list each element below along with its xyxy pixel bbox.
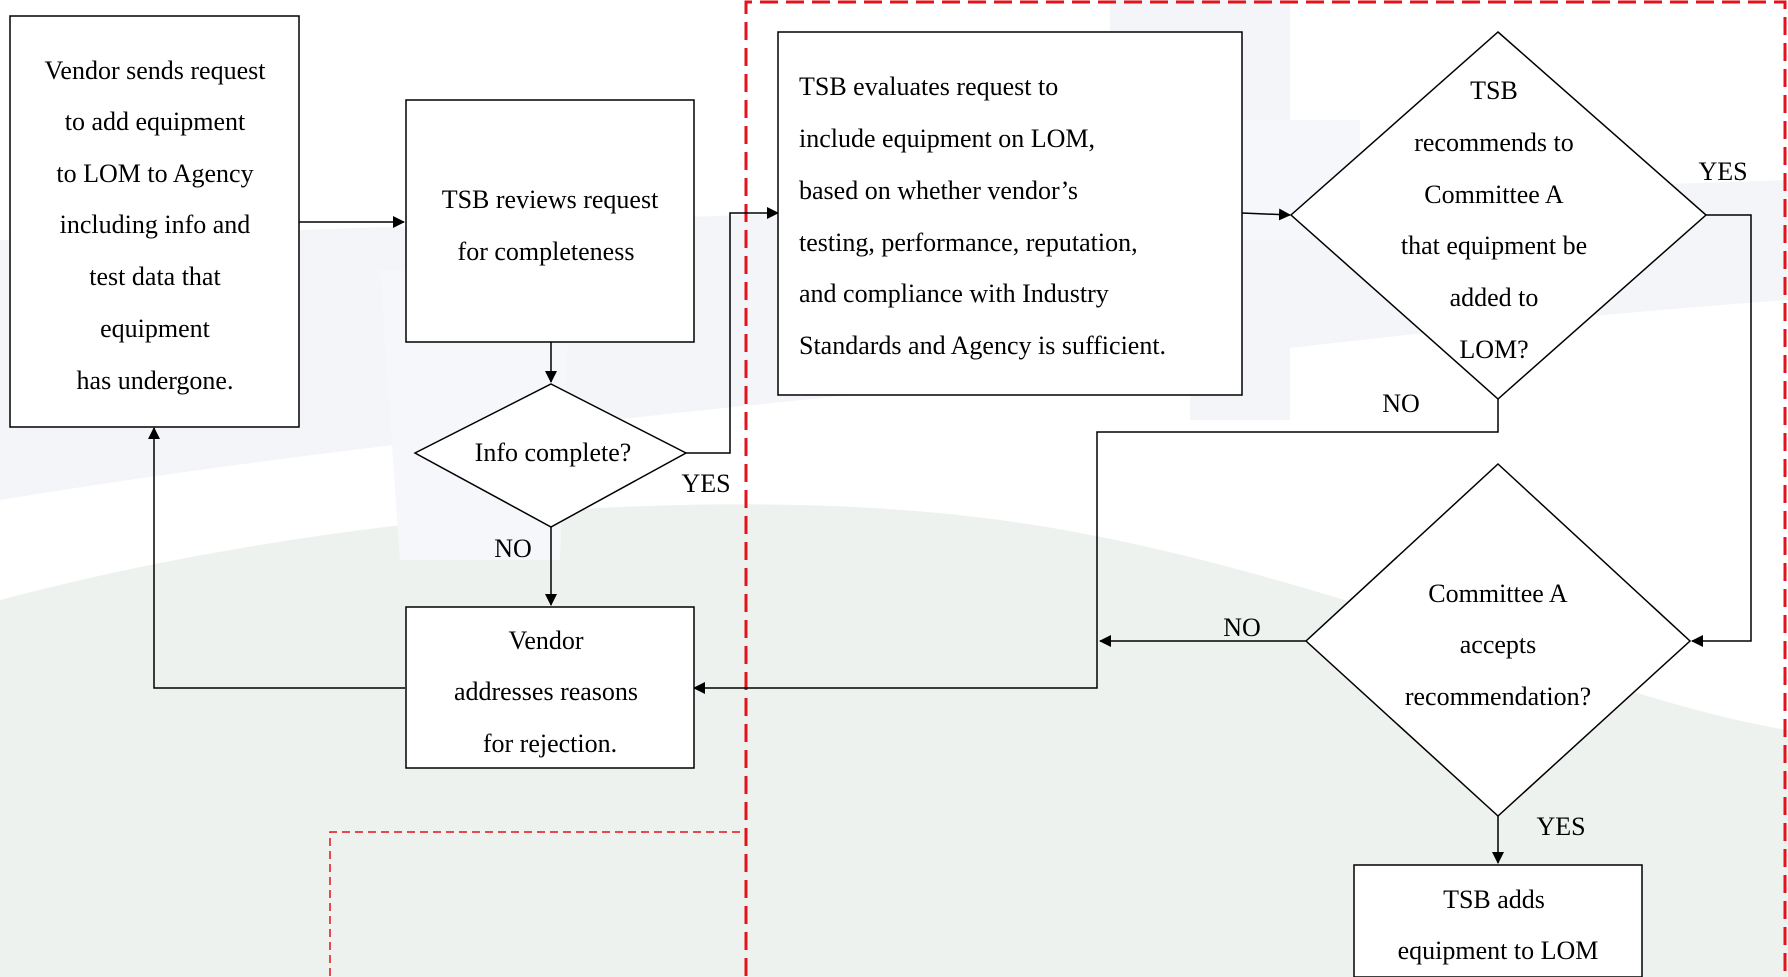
tsb-evaluates-box — [777, 31, 1243, 396]
tsb-recommends-line: TSB — [1470, 76, 1518, 105]
vendor-request-box — [9, 15, 300, 428]
flow-connectors — [148, 207, 1752, 864]
vendor-addresses-line: addresses reasons — [454, 677, 638, 706]
info-complete-label: Info complete? — [475, 438, 632, 467]
tsb-evaluates-line: based on whether vendor’s — [799, 176, 1078, 205]
tsb-adds-line: TSB adds — [1443, 885, 1545, 914]
recommend-yes-label: YES — [1698, 157, 1747, 186]
info-yes-label: YES — [681, 469, 730, 498]
flow-nodes — [9, 15, 1708, 977]
vendor-request-line: to LOM to Agency — [56, 159, 253, 188]
tsb-recommends-decision — [1289, 30, 1708, 401]
tsb-evaluates-line: and compliance with Industry — [799, 279, 1109, 308]
node-labels: Vendor sends request to add equipment to… — [45, 56, 1599, 965]
tsb-evaluates-line: TSB evaluates request to — [799, 72, 1058, 101]
tsb-evaluates-line: testing, performance, reputation, — [799, 228, 1138, 257]
committee-accepts-decision — [1304, 462, 1692, 818]
vendor-request-line: has undergone. — [77, 366, 234, 395]
committee-accepts-line: Committee A — [1428, 579, 1568, 608]
tsb-adds-box — [1353, 864, 1643, 977]
tsb-review-line: for completeness — [458, 237, 635, 266]
secondary-boundary — [329, 831, 746, 976]
vendor-request-line: equipment — [100, 314, 211, 343]
committee-yes-label: YES — [1536, 812, 1585, 841]
tsb-evaluates-line: Standards and Agency is sufficient. — [799, 331, 1166, 360]
edge-info-yes — [686, 207, 779, 454]
vendor-request-line: to add equipment — [65, 107, 246, 136]
committee-no-label: NO — [1223, 613, 1261, 642]
edge-recommend-no — [693, 399, 1499, 694]
committee-accepts-line: recommendation? — [1405, 682, 1591, 711]
tsb-review-box — [405, 99, 695, 343]
vendor-request-line: test data that — [89, 262, 221, 291]
committee-boundary — [744, 0, 1787, 976]
info-no-label: NO — [494, 534, 532, 563]
edge-addresses-to-request — [148, 427, 405, 689]
vendor-request-line: Vendor sends request — [45, 56, 267, 85]
vendor-request-line: including info and — [60, 210, 251, 239]
tsb-recommends-line: Committee A — [1424, 180, 1564, 209]
info-complete-decision — [413, 383, 688, 528]
recommend-no-label: NO — [1382, 389, 1420, 418]
vendor-addresses-line: for rejection. — [483, 729, 617, 758]
tsb-recommends-line: that equipment be — [1401, 231, 1587, 260]
committee-accepts-line: accepts — [1460, 630, 1537, 659]
edge-evaluates-to-recommend — [1241, 208, 1291, 221]
vendor-addresses-box — [405, 606, 695, 769]
tsb-adds-line: equipment to LOM — [1398, 936, 1599, 965]
vendor-addresses-line: Vendor — [508, 626, 583, 655]
tsb-recommends-line: recommends to — [1414, 128, 1574, 157]
edge-labels: YES NO YES NO NO YES — [494, 157, 1747, 841]
tsb-recommends-line: LOM? — [1459, 335, 1528, 364]
tsb-review-line: TSB reviews request — [442, 185, 659, 214]
edge-recommend-yes — [1691, 214, 1752, 647]
tsb-recommends-line: added to — [1450, 283, 1539, 312]
tsb-evaluates-line: include equipment on LOM, — [799, 124, 1095, 153]
